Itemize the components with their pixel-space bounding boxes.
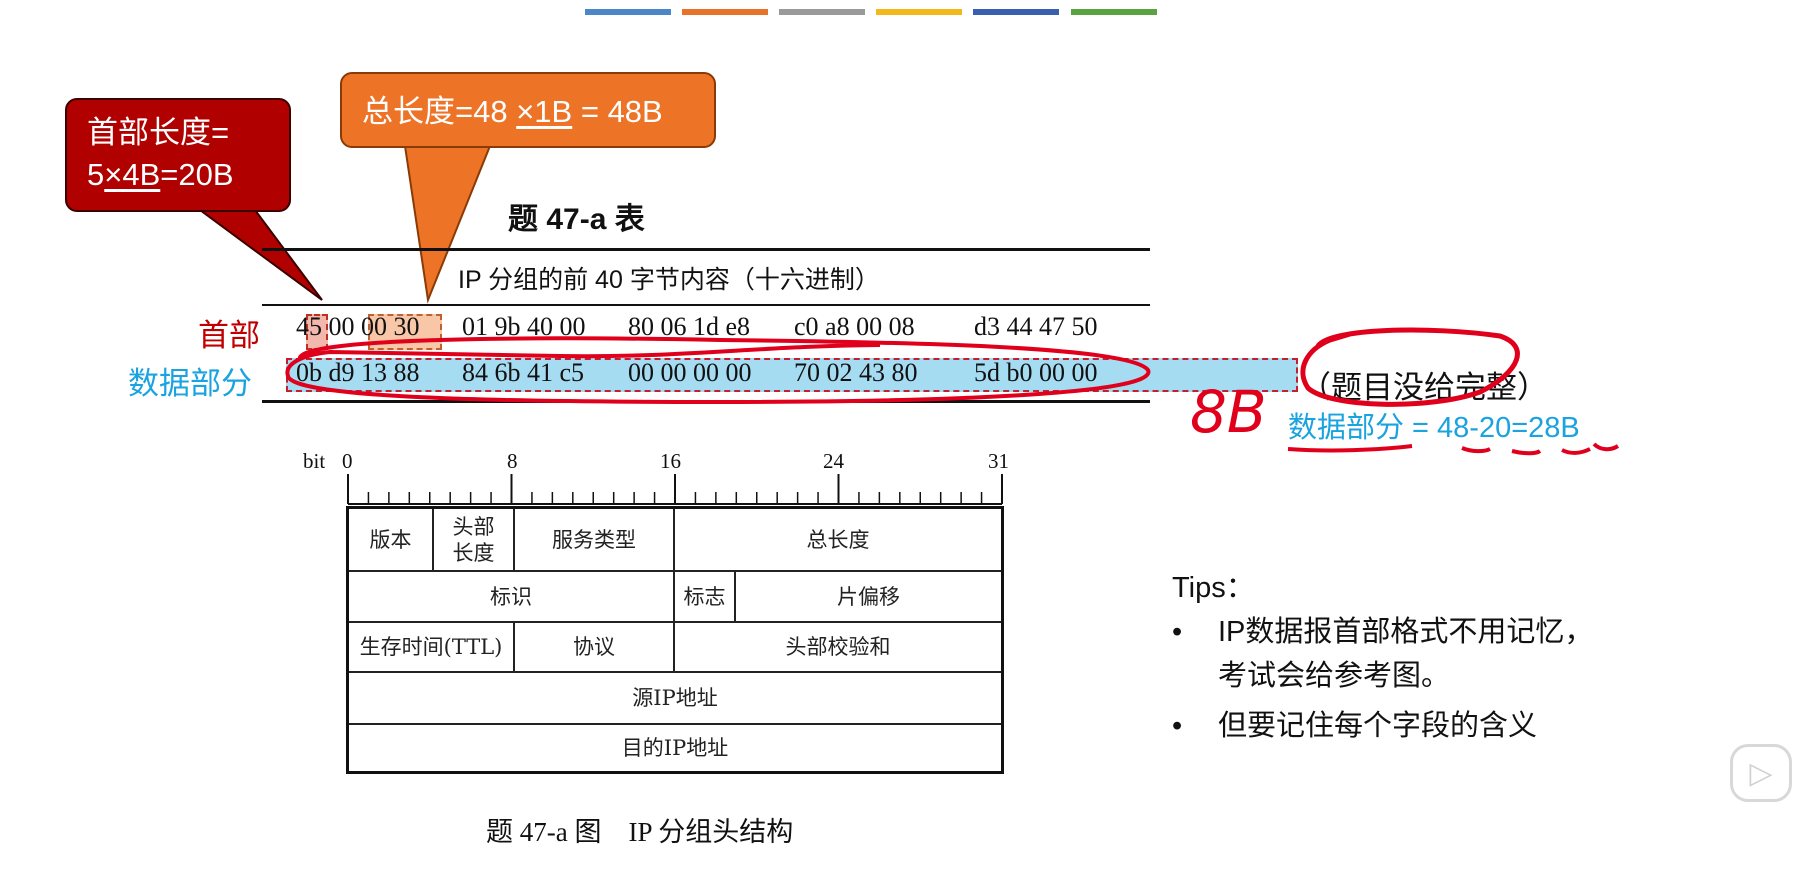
data-hex-2: 84 6b 41 c5 xyxy=(462,358,585,387)
field-ihl-line2: 长度 xyxy=(452,540,495,565)
grid-line xyxy=(349,570,1001,572)
field-checksum: 头部校验和 xyxy=(785,635,891,659)
ink-underline-2 xyxy=(1461,442,1620,456)
ink-underline-1 xyxy=(1287,444,1413,453)
header-length-line2: 5×4B=20B xyxy=(87,154,289,196)
field-ttl: 生存时间(TTL) xyxy=(359,635,503,659)
data-row-label: 数据部分 xyxy=(128,366,252,401)
field-source-ip: 源IP地址 xyxy=(632,686,718,710)
grid-line xyxy=(432,509,434,570)
field-fragment-offset: 片偏移 xyxy=(837,584,900,609)
data-length-formula: 数据部分 = 48-20=28B xyxy=(1288,412,1580,444)
bit-tick-24: 24 xyxy=(823,449,844,473)
grid-line xyxy=(349,621,1001,623)
total-length-unit: ×1B xyxy=(516,94,573,129)
tips-list: IP数据报首部格式不用记忆， 考试会给参考图。 但要记住每个字段的含义 xyxy=(1172,610,1593,748)
total-length-result: = 48B xyxy=(572,94,663,129)
header-length-result: =20B xyxy=(160,157,234,192)
header-hex-2: 01 9b 40 00 xyxy=(462,312,586,341)
accent-bar-4 xyxy=(876,9,962,15)
data-hex-4: 70 02 43 80 xyxy=(794,358,918,387)
table-top-rule xyxy=(262,248,1150,251)
accent-bar-2 xyxy=(682,9,768,15)
header-length-value: 5 xyxy=(87,157,105,192)
table-heading: IP 分组的前 40 字节内容（十六进制） xyxy=(458,266,880,294)
ink-8b: 8B xyxy=(1190,378,1267,446)
tips-box: Tips： IP数据报首部格式不用记忆， 考试会给参考图。 但要记住每个字段的含义 xyxy=(1172,566,1593,748)
total-length-value: 总长度=48 xyxy=(362,94,517,129)
field-dest-ip: 目的IP地址 xyxy=(621,736,729,760)
tips-item-1-line1: IP数据报首部格式不用记忆， xyxy=(1218,616,1594,648)
accent-bar-5 xyxy=(973,9,1059,15)
grid-line xyxy=(349,671,1001,673)
field-ihl: 头部 长度 xyxy=(434,509,513,570)
header-length-unit: ×4B xyxy=(104,157,161,192)
bit-label: bit xyxy=(303,449,326,473)
grid-line xyxy=(349,723,1001,725)
tips-item-1: IP数据报首部格式不用记忆， 考试会给参考图。 xyxy=(1172,610,1593,698)
header-length-callout: 首部长度= 5×4B=20B xyxy=(65,98,291,212)
figure-caption: 题 47-a 图 IP 分组头结构 xyxy=(486,817,794,847)
bit-tick-0: 0 xyxy=(342,449,353,473)
accent-bar-3 xyxy=(779,9,865,15)
bit-tick-16: 16 xyxy=(660,449,681,473)
ip-header-diagram: 版本 头部 长度 服务类型 总长度 标识 标志 片偏移 生存时间(TTL) 协议… xyxy=(346,506,1004,774)
tips-item-2: 但要记住每个字段的含义 xyxy=(1172,704,1593,748)
grid-line xyxy=(513,509,515,570)
header-hex-3: 80 06 1d e8 xyxy=(628,312,751,341)
tips-item-1-line2: 考试会给参考图。 xyxy=(1218,660,1451,692)
grid-line xyxy=(734,570,736,621)
bit-tick-8: 8 xyxy=(507,449,518,473)
field-version: 版本 xyxy=(369,527,412,552)
play-icon[interactable]: ▷ xyxy=(1730,744,1792,802)
data-hex-1: 0b d9 13 88 xyxy=(296,358,420,387)
header-hex-5: d3 44 47 50 xyxy=(974,312,1098,341)
header-length-line1: 首部长度= xyxy=(87,115,230,150)
total-length-callout: 总长度=48 ×1B = 48B xyxy=(340,72,716,148)
grid-line xyxy=(673,509,675,671)
bit-ruler xyxy=(347,474,1003,505)
field-total-length: 总长度 xyxy=(806,527,870,552)
field-ihl-line1: 头部 xyxy=(452,514,495,539)
field-flags: 标志 xyxy=(683,584,726,609)
accent-bar-6 xyxy=(1071,9,1157,15)
table-mid-rule xyxy=(262,304,1150,306)
field-tos: 服务类型 xyxy=(552,527,636,552)
field-protocol: 协议 xyxy=(573,635,615,659)
header-hex-4: c0 a8 00 08 xyxy=(794,312,915,341)
data-row-highlight xyxy=(286,358,1298,392)
accent-bar-1 xyxy=(585,9,671,15)
data-hex-3: 00 00 00 00 xyxy=(628,358,752,387)
ink-ellipse-data-row xyxy=(285,336,1151,405)
ink-ellipse-note xyxy=(1300,327,1520,407)
tips-title: Tips： xyxy=(1172,572,1255,604)
header-row-label: 首部 xyxy=(198,318,260,353)
table-title: 题 47-a 表 xyxy=(508,203,645,236)
bit-tick-31: 31 xyxy=(988,449,1009,473)
header-hex-1: 45 00 00 30 xyxy=(296,312,420,341)
data-hex-5: 5d b0 00 00 xyxy=(974,358,1098,387)
field-identification: 标识 xyxy=(490,584,532,609)
grid-line xyxy=(513,621,515,671)
